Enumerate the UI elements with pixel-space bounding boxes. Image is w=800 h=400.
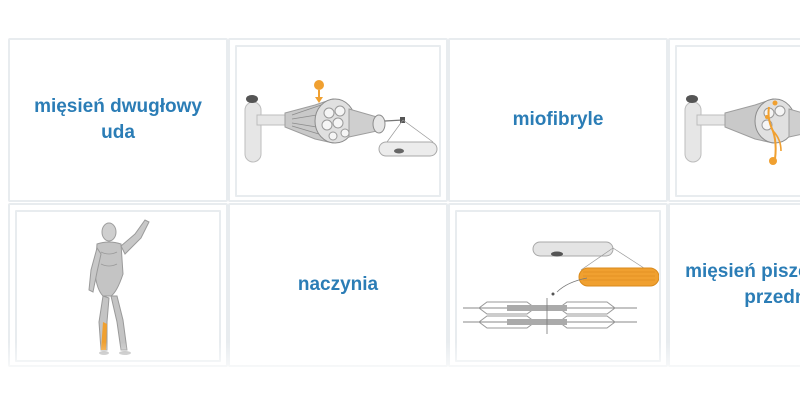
card-image-vessels[interactable] [668, 38, 800, 202]
human-figure-illustration [88, 219, 150, 355]
card-image-muscle-fiber[interactable] [228, 38, 448, 202]
image-frame [15, 210, 221, 362]
sarcomere-illustration [463, 241, 659, 334]
card-image-human-figure[interactable] [8, 203, 228, 367]
card-term-myofibrils[interactable]: miofibryle [448, 38, 668, 202]
card-label: miofibryle [512, 109, 604, 130]
card-term-tibialis-anterior[interactable]: mięsień piszczelowy przedni [668, 203, 800, 367]
card-label: mięsień piszczelowy przedni [685, 261, 800, 308]
card-term-vessels[interactable]: naczynia [228, 203, 448, 367]
image-frame [235, 45, 441, 197]
card-label: naczynia [297, 274, 379, 295]
image-frame [455, 210, 661, 362]
card-label: mięsień dwugłowy uda [34, 96, 202, 143]
card-term-biceps-femoris[interactable]: mięsień dwugłowy uda [8, 38, 228, 202]
card-image-sarcomere[interactable] [448, 203, 668, 367]
muscle-fiber-illustration [244, 80, 438, 163]
image-frame [675, 45, 800, 197]
muscle-vessels-illustration [684, 95, 800, 165]
